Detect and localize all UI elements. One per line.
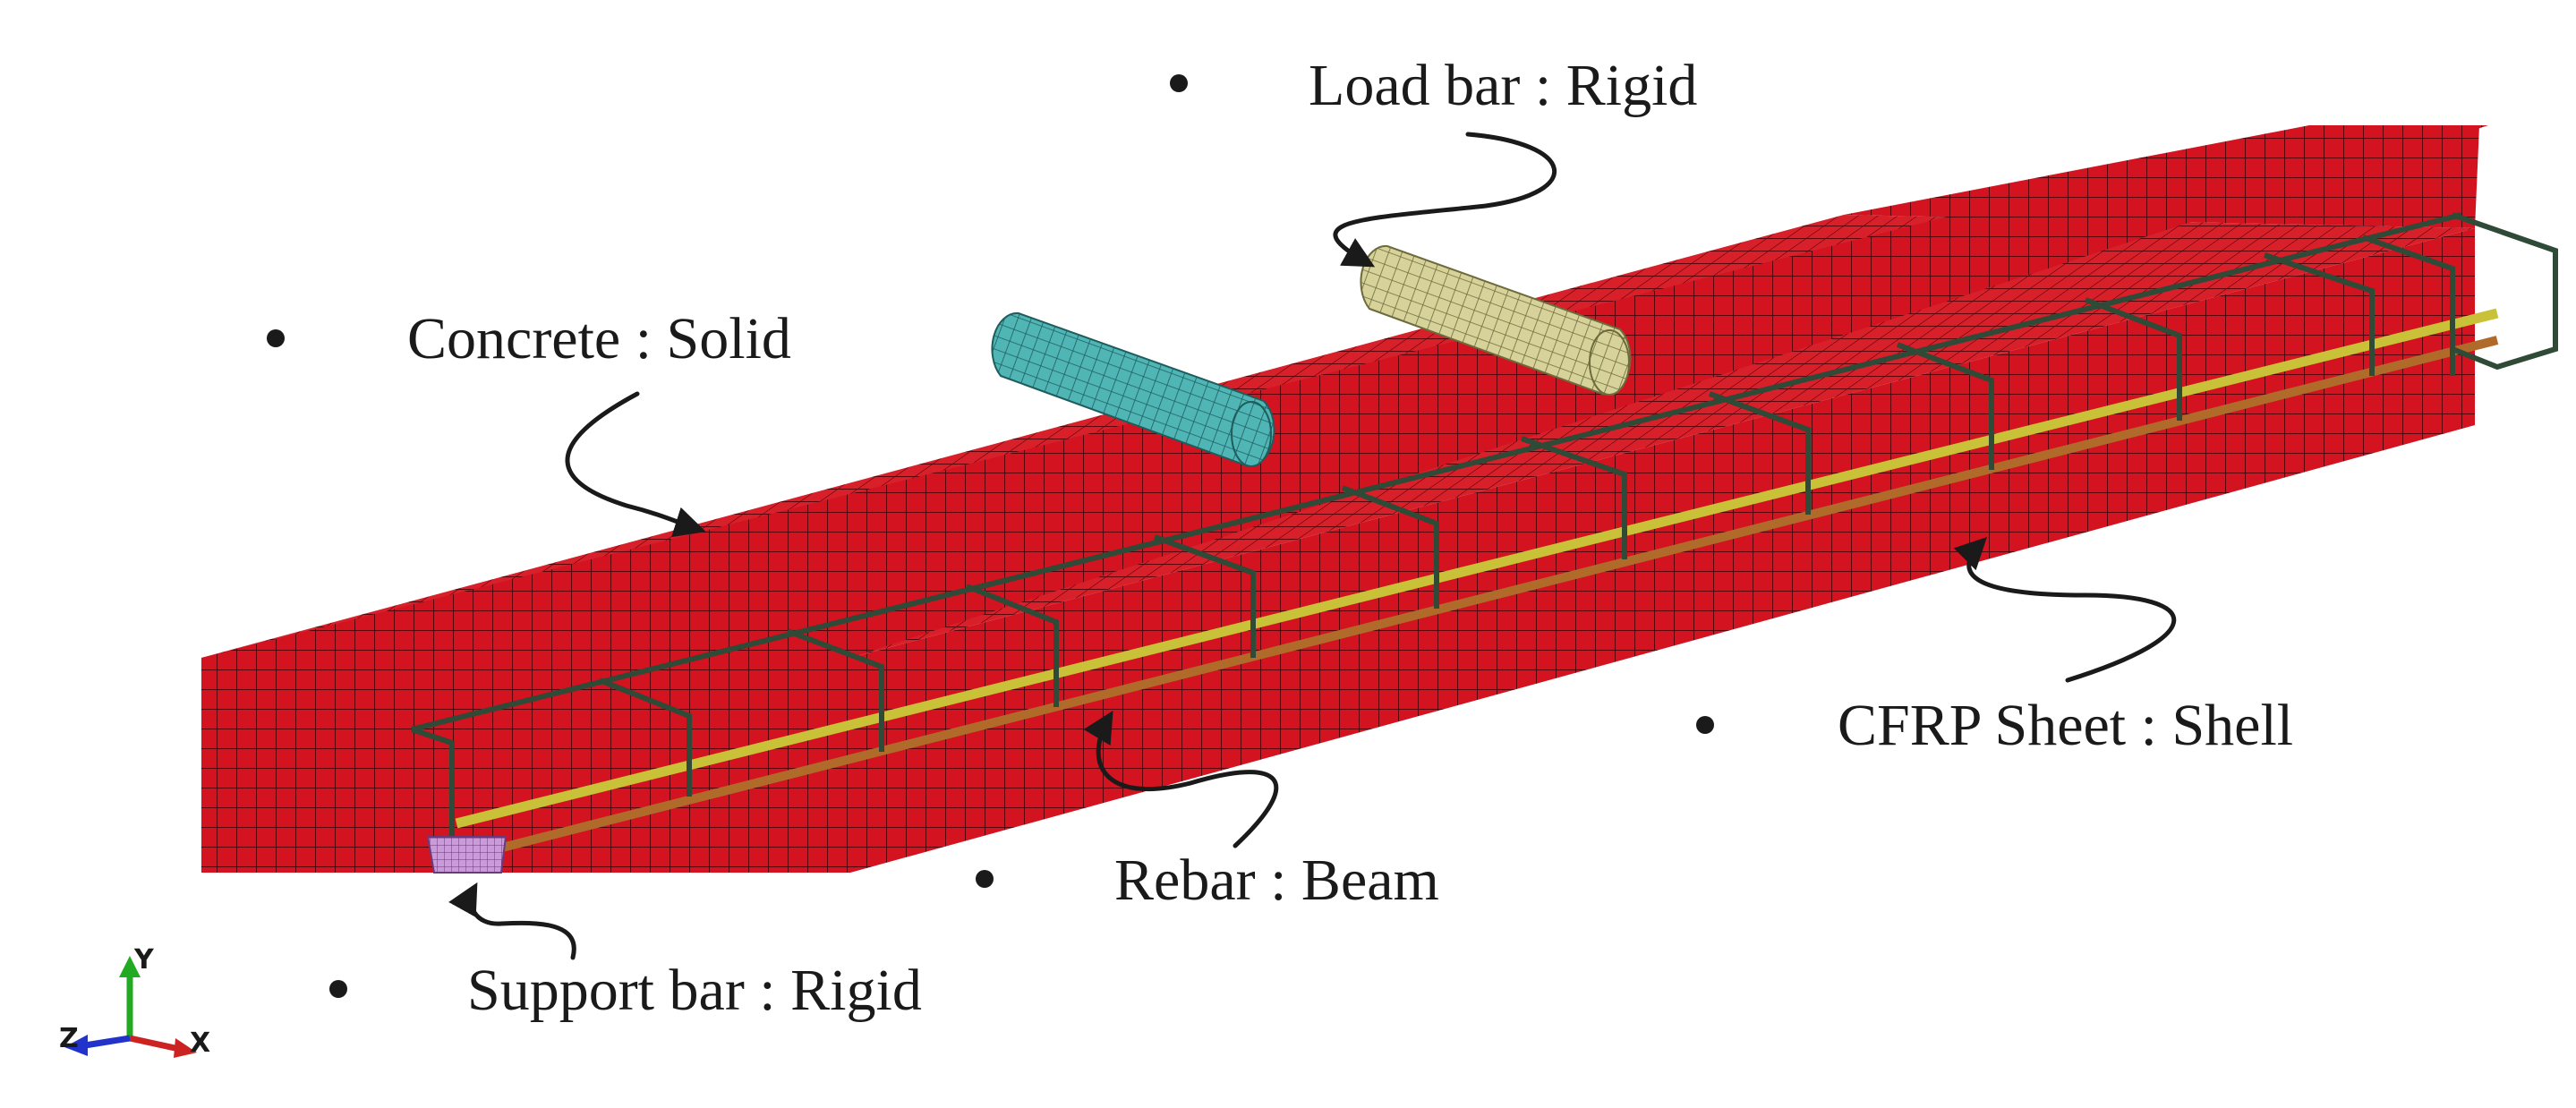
label-concrete: Concrete : Solid [267, 306, 791, 538]
load-bar-left [991, 311, 1275, 467]
label-rebar-text: Rebar : Beam [1114, 848, 1439, 913]
concrete-front-face [201, 658, 850, 873]
axis-y-label: Y [133, 944, 155, 976]
arrow-load-bar [1333, 132, 1557, 268]
load-bar-right-end [1589, 329, 1630, 396]
axis-x-arrowhead [174, 1038, 197, 1058]
stirrup [2084, 297, 2182, 421]
label-load-bar-text: Load bar : Rigid [1309, 53, 1697, 118]
arrow-support-bar [448, 882, 576, 960]
concrete-beam [201, 125, 2488, 873]
bullet [976, 870, 994, 888]
axis-z-line [84, 1035, 131, 1049]
stirrup [1896, 342, 1994, 470]
stirrup [786, 628, 884, 752]
support-bar [426, 836, 508, 874]
rebar-bottom-long [455, 336, 2499, 864]
stirrup [1153, 534, 1256, 658]
label-rebar: Rebar : Beam [976, 710, 1439, 913]
stirrup [965, 584, 1059, 707]
label-support-bar-text: Support bar : Rigid [467, 958, 922, 1023]
label-load-bar: Load bar : Rigid [1170, 53, 1697, 268]
bullet [267, 329, 285, 347]
axis-z-arrowhead [64, 1035, 88, 1056]
stirrup [1521, 436, 1627, 559]
label-cfrp-sheet-text: CFRP Sheet : Shell [1838, 693, 2293, 758]
bullet [1170, 74, 1188, 92]
load-bar-right [1360, 244, 1632, 396]
axis-x-line [129, 1035, 180, 1053]
load-bar-left-end [1231, 401, 1272, 467]
stirrup [411, 727, 455, 859]
stirrup [1341, 485, 1439, 609]
rebar-end-cage-2 [2362, 234, 2455, 376]
stirrup [2264, 252, 2375, 376]
arrow-rebar [1083, 710, 1279, 848]
stirrup [598, 678, 692, 797]
bullet [1696, 716, 1714, 734]
rebar-main-long [455, 308, 2499, 829]
rebar-top-long [411, 212, 2462, 732]
axis-y-arrowhead [119, 956, 141, 977]
rebar-cage [411, 212, 2558, 864]
arrow-cfrp-sheet [1953, 537, 2177, 683]
axis-triad: Y X Z [59, 944, 210, 1059]
concrete-top-surface [201, 125, 2488, 658]
arrow-concrete [565, 391, 706, 538]
rebar-end-cage [2451, 212, 2558, 371]
stirrups [411, 252, 2375, 859]
label-cfrp-sheet: CFRP Sheet : Shell [1696, 537, 2293, 758]
axis-z-label: Z [59, 1023, 79, 1054]
bullet [329, 980, 347, 998]
label-support-bar: Support bar : Rigid [329, 882, 922, 1023]
axis-x-label: X [190, 1027, 210, 1059]
stirrup [1708, 391, 1811, 515]
label-concrete-text: Concrete : Solid [407, 306, 791, 371]
